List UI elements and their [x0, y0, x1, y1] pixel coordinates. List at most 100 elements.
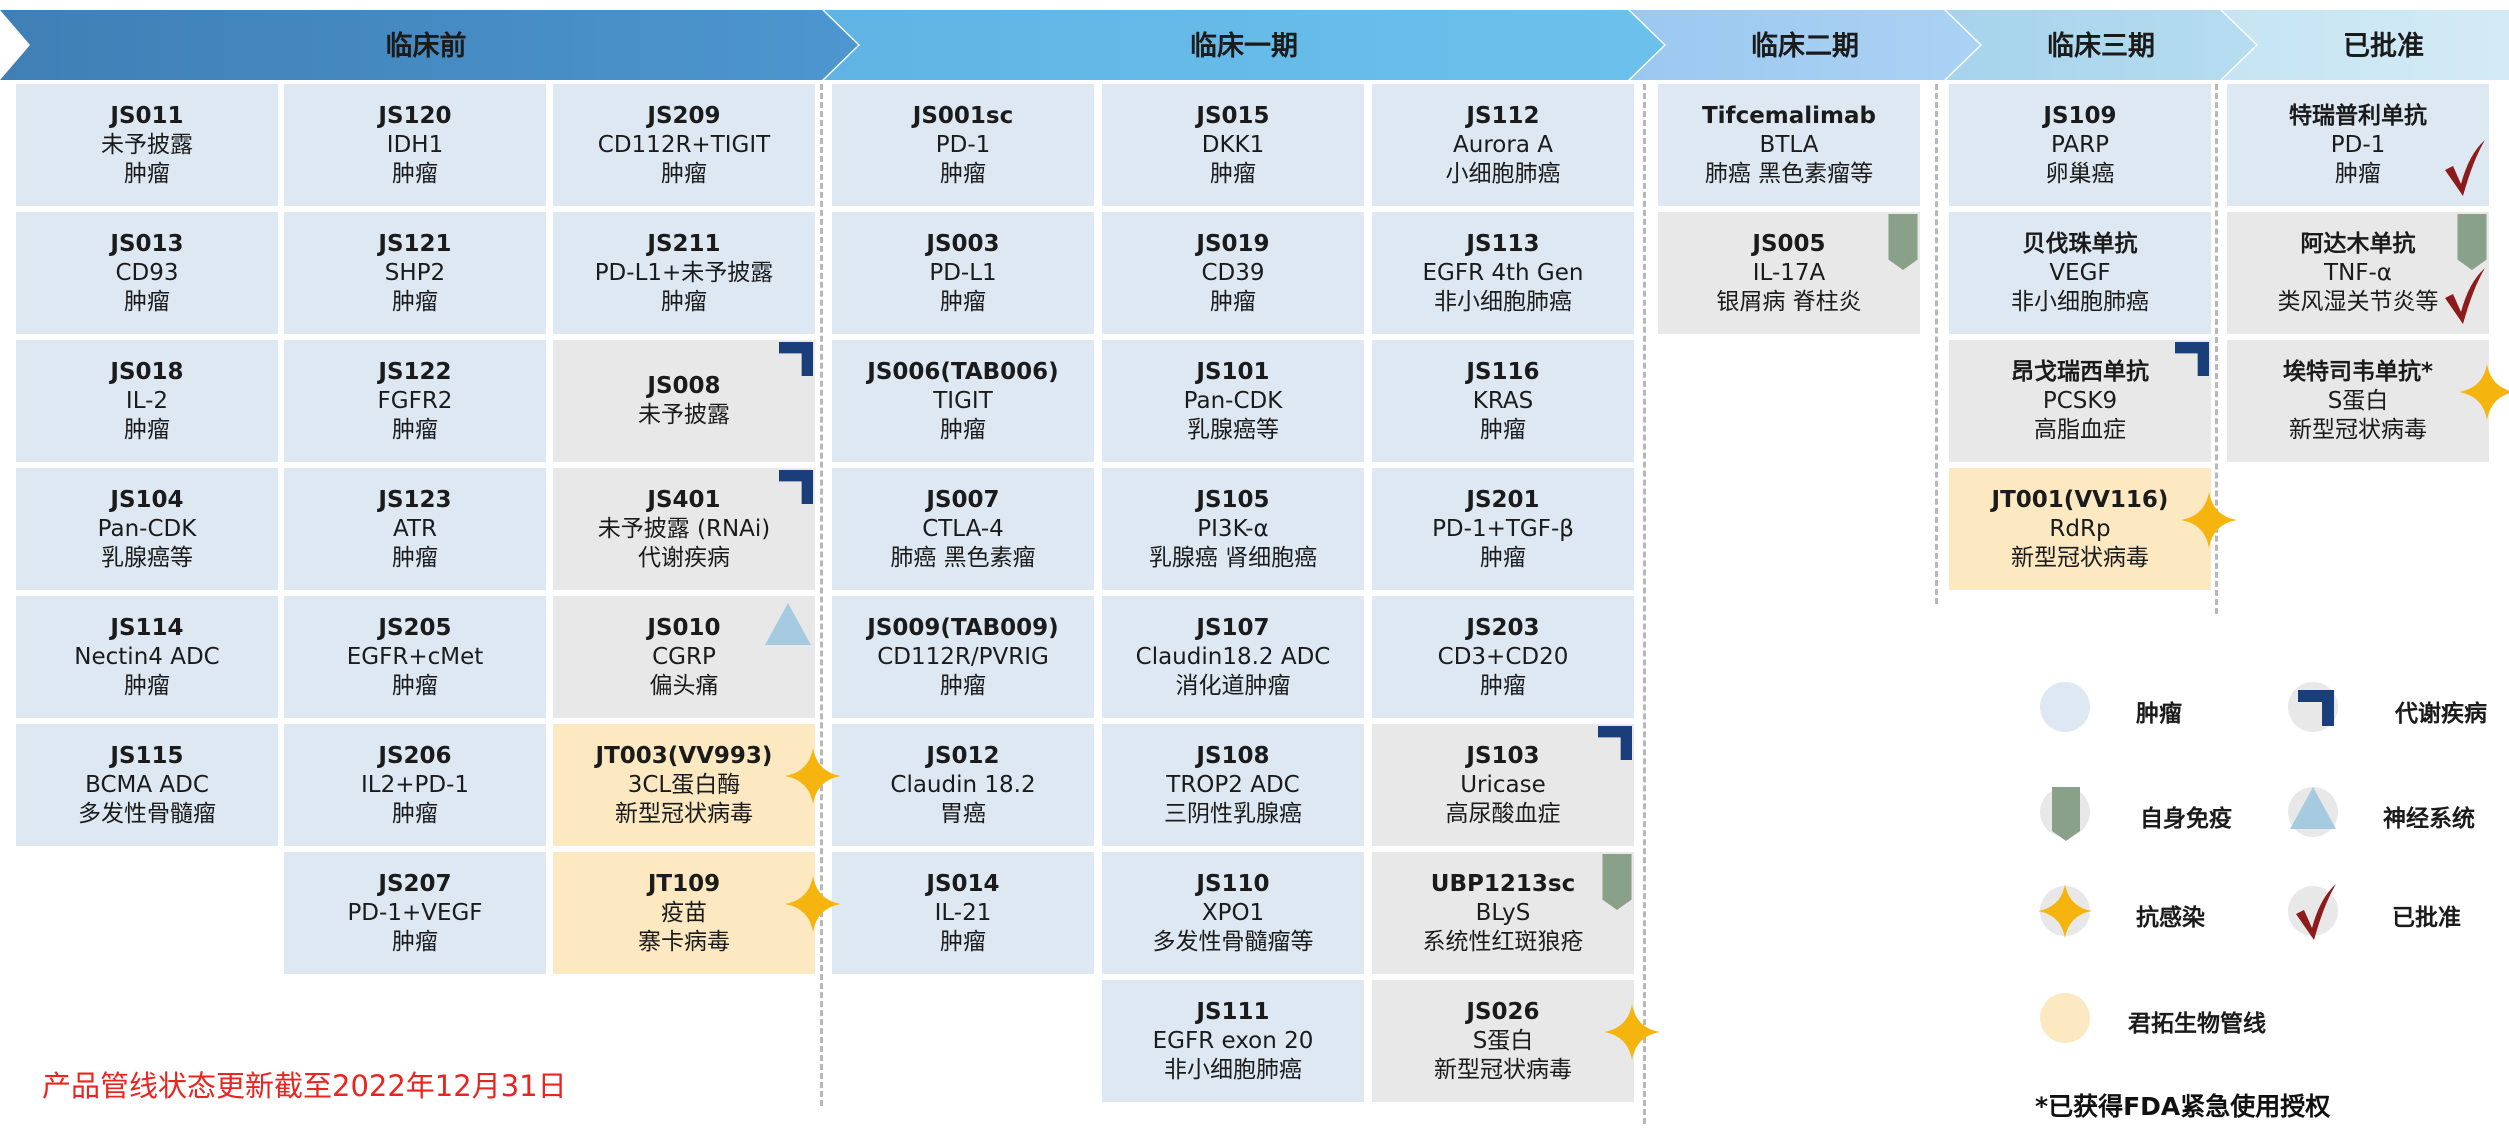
drug-indication: 类风湿关节炎等 — [2277, 288, 2439, 315]
drug-target: PD-L1+未予披露 — [594, 259, 774, 286]
drug-name: UBP1213sc — [1430, 870, 1576, 897]
drug-indication: 肿瘤 — [661, 288, 707, 315]
drug-indication: 非小细胞肺癌 — [1434, 288, 1572, 315]
drug-indication: 小细胞肺癌 — [1445, 160, 1561, 187]
drug-indication: 新型冠状病毒 — [615, 800, 753, 827]
check-icon — [2445, 140, 2485, 196]
drug-target: PCSK9 — [2042, 387, 2118, 414]
drug-name: JS114 — [110, 614, 184, 641]
drug-target: RdRp — [2049, 515, 2111, 542]
drug-target: PD-1+TGF-β — [1432, 515, 1574, 542]
drug-name: JS108 — [1196, 742, 1270, 769]
drug-target: KRAS — [1472, 387, 1534, 414]
drug-name: JS110 — [1196, 870, 1270, 897]
drug-indication: 新型冠状病毒 — [2011, 544, 2149, 571]
phase-3-arrow — [1946, 10, 2256, 80]
drug-name: JS115 — [110, 742, 184, 769]
drug-name: JS103 — [1466, 742, 1540, 769]
drug-indication: 卵巢癌 — [2045, 160, 2115, 187]
legend-label-oncology: 肿瘤 — [2136, 701, 2182, 727]
drug-target: Claudin 18.2 — [890, 771, 1036, 798]
drug-target: CD112R+TIGIT — [597, 131, 771, 158]
autoimmune-icon — [2457, 214, 2487, 270]
header-phase-3: 临床三期 — [2047, 30, 2155, 62]
drug-indication: 非小细胞肺癌 — [1164, 1056, 1302, 1083]
fda-eua-note: *已获得FDA紧急使用授权 — [2035, 1092, 2331, 1121]
drug-indication: 肿瘤 — [1480, 416, 1526, 443]
header-preclinical: 临床前 — [385, 30, 467, 62]
drug-name: JS113 — [1466, 230, 1540, 257]
legend-label-autoimmune: 自身免疫 — [2140, 806, 2232, 832]
drug-indication: 肿瘤 — [661, 160, 707, 187]
drug-indication: 肿瘤 — [1210, 160, 1256, 187]
drug-indication: 肿瘤 — [1480, 544, 1526, 571]
drug-target: Uricase — [1460, 771, 1546, 798]
drug-target: CGRP — [652, 643, 716, 670]
drug-name: JS018 — [110, 358, 184, 385]
drug-indication: 肺癌 黑色素瘤 — [890, 544, 1036, 571]
drug-target: FGFR2 — [377, 387, 453, 414]
drug-indication: 肿瘤 — [1210, 288, 1256, 315]
drug-target: 疫苗 — [661, 899, 707, 926]
drug-name: JS101 — [1196, 358, 1270, 385]
drug-name: JS026 — [1466, 998, 1540, 1025]
metabolic-icon — [2175, 342, 2209, 376]
drug-name: JS011 — [110, 102, 184, 129]
drug-indication: 非小细胞肺癌 — [2011, 288, 2149, 315]
drug-target: IL-2 — [125, 387, 169, 414]
drug-target: TROP2 ADC — [1166, 771, 1300, 798]
drug-target: IL2+PD-1 — [360, 771, 469, 798]
drug-target: PD-1+VEGF — [347, 899, 483, 926]
drug-name: JS112 — [1466, 102, 1540, 129]
drug-target: BTLA — [1759, 131, 1819, 158]
drug-indication: 肿瘤 — [124, 160, 170, 187]
legend-label-neuro: 神经系统 — [2383, 806, 2475, 832]
drug-name: JS201 — [1466, 486, 1540, 513]
drug-indication: 代谢疾病 — [638, 544, 730, 571]
drug-indication: 胃癌 — [940, 800, 986, 827]
drug-indication: 肿瘤 — [392, 928, 438, 955]
drug-target: 未予披露 — [638, 402, 730, 428]
pipeline-card: 埃特司韦单抗*S蛋白新型冠状病毒 — [2227, 340, 2509, 462]
drug-name: JS401 — [647, 486, 721, 513]
update-date-note: 产品管线状态更新截至2022年12月31日 — [42, 1069, 567, 1103]
autoimmune-icon — [1602, 854, 1632, 910]
metabolic-icon — [2298, 690, 2334, 726]
legend-label-metabolic: 代谢疾病 — [2395, 701, 2487, 727]
drug-name: JS001sc — [912, 102, 1014, 129]
star-icon — [785, 748, 841, 804]
drug-name: JS211 — [647, 230, 721, 257]
star-icon — [2459, 364, 2509, 420]
drug-target: XPO1 — [1201, 899, 1265, 926]
phase-2-arrow — [1630, 10, 1980, 80]
drug-indication: 肿瘤 — [940, 928, 986, 955]
drug-name: JS014 — [926, 870, 1000, 897]
drug-name: JS109 — [2043, 102, 2117, 129]
metabolic-icon — [1598, 726, 1632, 760]
drug-indication: 乳腺癌等 — [101, 544, 193, 571]
drug-name: JS007 — [926, 486, 1000, 513]
drug-target: PARP — [2051, 131, 2109, 158]
drug-indication: 银屑病 脊柱炎 — [1716, 288, 1862, 315]
star-icon — [1604, 1004, 1660, 1060]
drug-target: 未予披露 — [101, 131, 193, 158]
drug-target: Pan-CDK — [97, 515, 197, 542]
